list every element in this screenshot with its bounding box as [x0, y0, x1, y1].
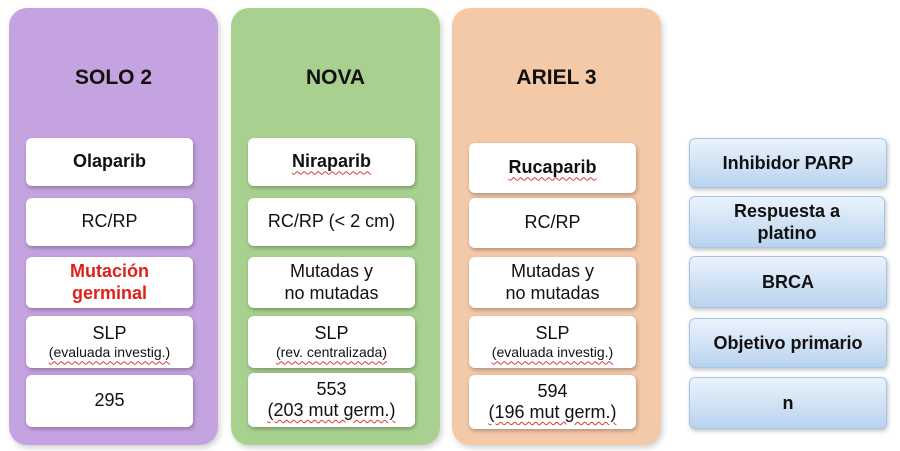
legend-objetivo-primario: Objetivo primario [689, 318, 887, 368]
objective-line-1: SLP [92, 323, 127, 344]
brca-line-2: no mutadas [505, 282, 600, 303]
drug-cell: Rucaparib [469, 143, 636, 193]
n-cell: 594 (196 mut germ.) [469, 375, 636, 429]
response-cell: RC/RP (< 2 cm) [248, 198, 415, 246]
brca-cell: Mutación germinal [26, 257, 193, 308]
legend-label: Objetivo primario [713, 332, 863, 353]
n-line-1: 553 [316, 378, 347, 399]
trial-title: SOLO 2 [74, 66, 153, 89]
n-cell: 553 (203 mut germ.) [248, 373, 415, 427]
drug-name: Niraparib [291, 151, 372, 172]
trial-panel-nova: NOVA Niraparib RC/RP (< 2 cm) Mutadas y … [231, 8, 440, 445]
legend-label: Respuesta a platino [733, 200, 841, 244]
legend-n: n [689, 377, 887, 429]
objective-line-1: SLP [314, 323, 349, 344]
n-line-1: 295 [94, 390, 125, 411]
objective-cell: SLP (evaluada investig.) [469, 316, 636, 368]
brca-line-2: no mutadas [284, 282, 379, 303]
response-cell: RC/RP [26, 198, 193, 246]
n-line-2: (196 mut germ.) [488, 402, 617, 422]
legend-label: Inhibidor PARP [722, 152, 854, 173]
brca-cell: Mutadas y no mutadas [469, 257, 636, 308]
objective-line-2: (evaluada investig.) [48, 344, 171, 361]
brca-line-1: Mutadas y [510, 261, 595, 282]
trial-panel-ariel3: ARIEL 3 Rucaparib RC/RP Mutadas y no mut… [452, 8, 661, 445]
drug-cell: Niraparib [248, 138, 415, 186]
legend-label: n [782, 392, 794, 413]
brca-line-2: germinal [71, 282, 148, 303]
response-text: RC/RP (< 2 cm) [267, 211, 396, 232]
objective-line-2: (rev. centralizada) [275, 344, 387, 361]
brca-line-1: Mutación [70, 261, 149, 282]
response-text: RC/RP [524, 212, 581, 233]
legend-inhibidor-parp: Inhibidor PARP [689, 138, 887, 188]
legend-respuesta-platino: Respuesta a platino [689, 196, 885, 248]
trial-panel-solo2: SOLO 2 Olaparib RC/RP Mutación germinal … [9, 8, 218, 445]
trial-title: ARIEL 3 [516, 66, 597, 89]
trial-title: NOVA [305, 66, 366, 89]
drug-name: Rucaparib [508, 157, 597, 178]
response-text: RC/RP [81, 211, 138, 232]
objective-line-1: SLP [535, 323, 570, 344]
drug-name: Olaparib [72, 151, 147, 172]
objective-cell: SLP (rev. centralizada) [248, 316, 415, 368]
legend-brca: BRCA [689, 256, 887, 308]
objective-cell: SLP (evaluada investig.) [26, 316, 193, 368]
response-cell: RC/RP [469, 198, 636, 248]
n-cell: 295 [26, 375, 193, 427]
n-line-1: 594 [537, 380, 568, 401]
drug-cell: Olaparib [26, 138, 193, 186]
objective-line-2: (evaluada investig.) [491, 344, 614, 361]
legend-label: BRCA [762, 271, 814, 292]
brca-cell: Mutadas y no mutadas [248, 257, 415, 308]
brca-line-1: Mutadas y [289, 261, 374, 282]
n-line-2: (203 mut germ.) [267, 400, 396, 420]
